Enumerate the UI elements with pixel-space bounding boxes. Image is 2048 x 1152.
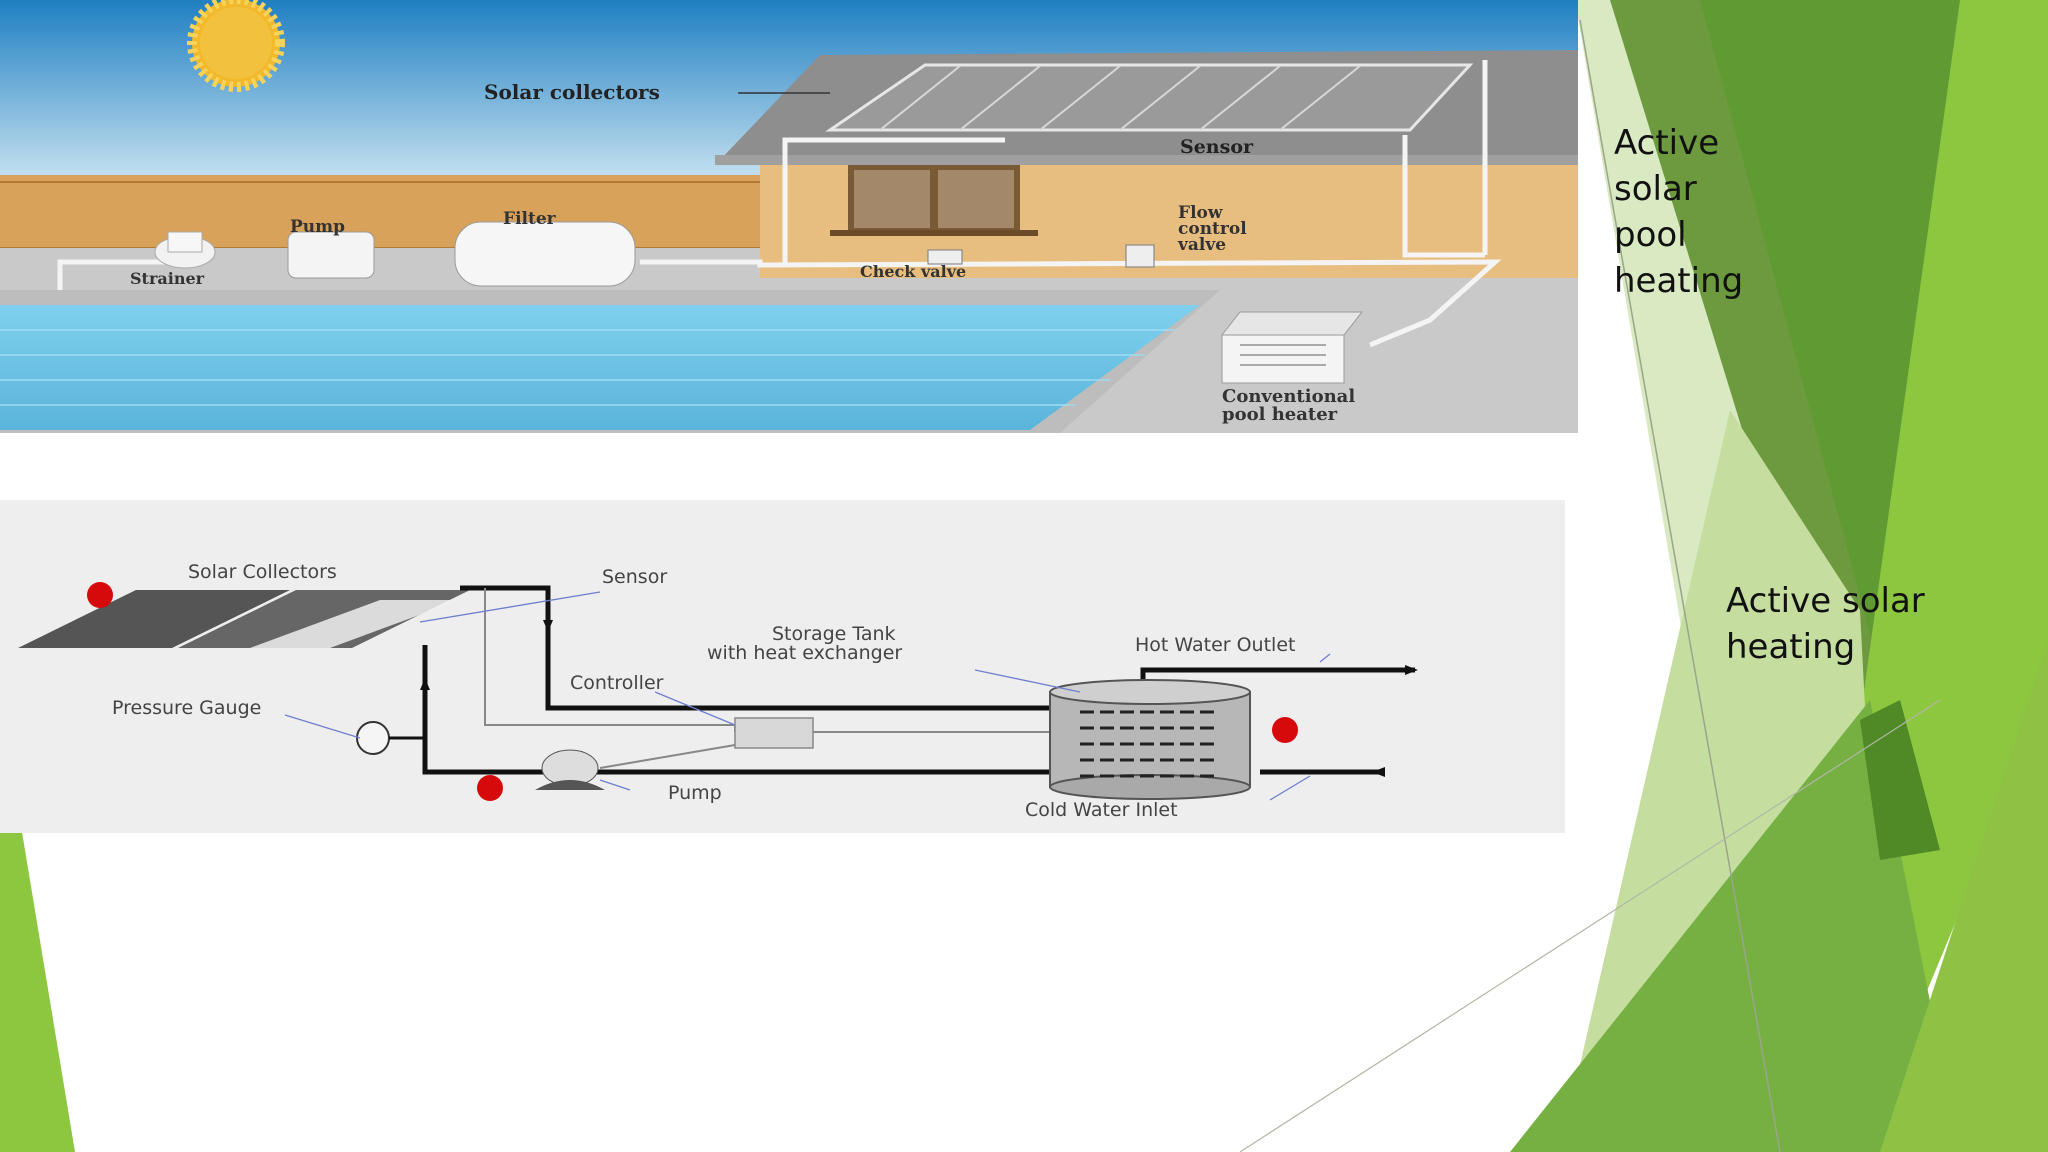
collector-stripes <box>879 65 1361 131</box>
bg-facet-left <box>0 832 75 1152</box>
controller-box <box>734 717 814 749</box>
label-sensor: Sensor <box>602 566 667 588</box>
label-solar-collectors: Solar Collectors <box>188 561 337 583</box>
house-window <box>830 165 1038 236</box>
label-solar-collectors: Solar collectors <box>484 80 660 104</box>
label-sensor: Sensor <box>1180 136 1254 158</box>
caption-solar-heating: Active solar heating <box>1726 581 1925 667</box>
marker-collector <box>87 582 113 608</box>
solar-collector-1 <box>18 590 290 648</box>
label-conventional-heater-2: pool heater <box>1222 404 1338 425</box>
solar-collector-panel <box>825 63 1474 132</box>
house-eave <box>715 155 1578 165</box>
solar-heating-figure: Solar Collectors Sensor Storage Tank wit… <box>0 500 1565 833</box>
label-cold-water-inlet: Cold Water Inlet <box>1025 799 1178 821</box>
pool-water <box>0 305 1200 430</box>
bg-thin-line-2 <box>1239 699 1941 1152</box>
flow-arrows <box>420 620 1418 777</box>
bg-thin-line-1 <box>1579 19 1781 1152</box>
check-valve-box <box>927 249 963 265</box>
pump-icon <box>535 749 605 790</box>
pump-icon <box>287 231 375 279</box>
heater-icon <box>1220 311 1364 384</box>
collector-glare <box>250 600 460 648</box>
sun-icon <box>187 0 285 92</box>
bg-facet-right-bottom <box>1880 640 2048 1152</box>
label-check-valve: Check valve <box>860 262 966 281</box>
marker-pump <box>477 775 503 801</box>
label-flow-control-3: valve <box>1177 235 1226 255</box>
label-filter: Filter <box>503 209 557 229</box>
label-flow-control-2: control <box>1178 219 1247 239</box>
label-flow-control-1: Flow <box>1178 203 1223 223</box>
figure-background <box>0 500 1565 833</box>
fence <box>0 175 760 250</box>
label-conventional-heater-1: Conventional <box>1222 386 1355 407</box>
caption-pool-heating: Active solar pool heating <box>1614 123 1744 301</box>
strainer-icon <box>154 231 216 269</box>
label-strainer: Strainer <box>130 269 205 288</box>
filter-icon <box>454 221 636 287</box>
label-pump: Pump <box>290 217 345 237</box>
label-storage-tank-2: with heat exchanger <box>707 642 902 664</box>
marker-tank <box>1272 717 1298 743</box>
label-controller: Controller <box>570 672 664 694</box>
pressure-gauge-icon <box>356 721 425 755</box>
pool-ripples <box>0 329 1175 406</box>
pool-heating-figure: Solar collectors Sensor Pump Filter Stra… <box>0 0 1578 433</box>
label-pressure-gauge: Pressure Gauge <box>112 697 261 719</box>
label-storage-tank-1: Storage Tank <box>772 623 896 645</box>
bg-facet-deep <box>1860 700 1940 860</box>
storage-tank <box>1049 679 1251 800</box>
label-leaders <box>284 591 1331 801</box>
label-hot-water-outlet: Hot Water Outlet <box>1135 634 1295 656</box>
label-pump: Pump <box>668 782 722 804</box>
flow-control-valve-box <box>1125 244 1155 268</box>
bg-facet-mid <box>1510 700 1960 1152</box>
